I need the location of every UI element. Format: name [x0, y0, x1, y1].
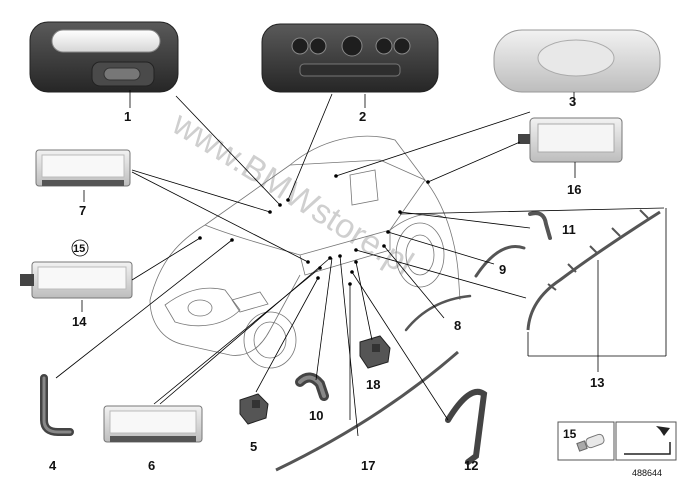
part-13-strip	[526, 209, 661, 331]
part-1-interior-light	[29, 21, 179, 93]
part-11-hose	[528, 211, 552, 240]
label-part-5: 5	[250, 439, 257, 454]
label-part-7: 7	[79, 203, 86, 218]
part-17-strip	[275, 350, 459, 472]
part-2-overhead-console	[261, 23, 439, 93]
bulb-icon	[576, 433, 605, 452]
callout-dots	[198, 174, 430, 286]
part-5-connector	[239, 393, 269, 425]
label-part-3: 3	[569, 94, 576, 109]
arrow-icon	[624, 426, 671, 455]
part-14-lamp	[20, 261, 133, 299]
label-part-9: 9	[499, 262, 506, 277]
part-12-cable	[445, 388, 488, 465]
label-part-6: 6	[148, 458, 155, 473]
part-9-wire	[474, 245, 526, 278]
part-18-connector	[359, 335, 391, 369]
part-7-lamp	[35, 149, 131, 187]
label-part-13: 13	[590, 375, 604, 390]
legend-box: 15 488644	[557, 421, 677, 478]
label-part-15-circle	[71, 239, 89, 257]
label-part-12: 12	[464, 458, 478, 473]
label-part-11: 11	[562, 222, 576, 237]
label-part-17: 17	[361, 458, 375, 473]
leader-lines	[55, 90, 667, 437]
part-16-reading-light	[518, 117, 623, 163]
label-part-10: 10	[309, 408, 323, 423]
label-part-4: 4	[49, 458, 57, 473]
label-part-16: 16	[567, 182, 581, 197]
part-10-pipe	[295, 372, 329, 401]
label-part-1: 1	[124, 109, 131, 124]
legend-part-label: 15	[563, 427, 577, 441]
label-part-14: 14	[72, 314, 87, 329]
part-4-tube	[40, 374, 74, 436]
reference-number: 488644	[632, 468, 662, 478]
part-3-dome-light	[493, 29, 661, 93]
label-part-15: 15	[73, 243, 85, 255]
part-6-lamp	[103, 405, 203, 443]
part-labels: 1 2 3 4 5 6 7 8 9 10 11 12 13 14 15 16 1…	[49, 94, 604, 473]
label-part-2: 2	[359, 109, 366, 124]
label-part-8: 8	[454, 318, 461, 333]
car-outline	[149, 135, 461, 369]
label-part-18: 18	[366, 377, 380, 392]
watermark-text: www.BMWstore.pl	[165, 104, 420, 283]
